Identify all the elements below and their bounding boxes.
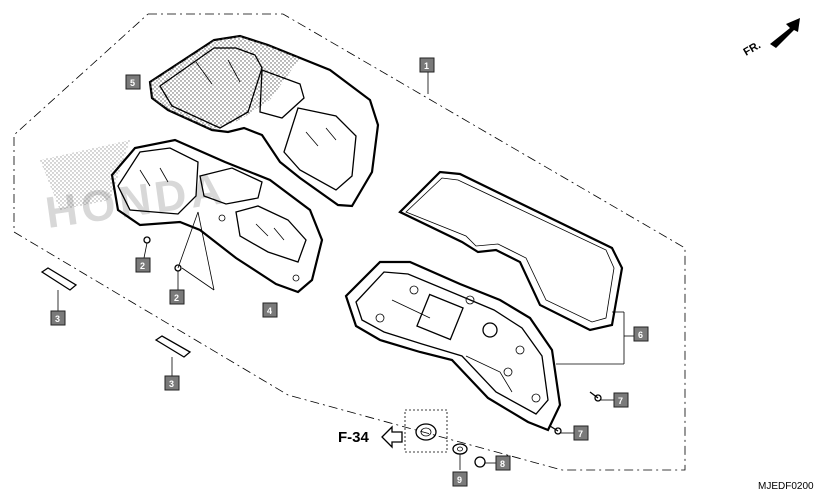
callout-5: 5 [125, 74, 141, 90]
direction-arrow-icon [770, 18, 800, 48]
direction-label: FR. [742, 39, 763, 58]
svg-text:1: 1 [424, 61, 429, 71]
callout-7a: 7 [613, 392, 629, 408]
callout-4: 4 [262, 302, 278, 318]
grommet-part [474, 456, 496, 468]
drawing-code: MJEDF0200 [758, 481, 814, 492]
meter-assembly-part [40, 138, 324, 294]
svg-text:5: 5 [130, 78, 135, 88]
reference-label: F-34 [338, 429, 370, 446]
screw-part [143, 211, 215, 291]
svg-text:3: 3 [169, 379, 174, 389]
washer-part [452, 443, 468, 470]
meter-cover-part [148, 34, 380, 208]
callout-8: 8 [495, 455, 511, 471]
screw-7-part [549, 391, 614, 435]
callout-7b: 7 [573, 425, 589, 441]
callout-3b: 3 [164, 375, 180, 391]
callout-6: 6 [633, 326, 649, 342]
callout-9: 9 [452, 471, 468, 487]
svg-text:3: 3 [55, 314, 60, 324]
callout-2a: 2 [135, 257, 151, 273]
svg-text:2: 2 [174, 293, 179, 303]
svg-text:8: 8 [500, 459, 505, 469]
seal-part [398, 170, 634, 365]
pad-part [40, 267, 192, 376]
callout-1: 1 [419, 57, 435, 73]
assembly-boundary-line [13, 13, 686, 471]
svg-text:9: 9 [457, 475, 462, 485]
svg-text:7: 7 [618, 396, 623, 406]
reference-arrow [381, 425, 403, 449]
svg-text:2: 2 [140, 261, 145, 271]
meter-case-part [344, 64, 562, 432]
callout-3a: 3 [50, 310, 66, 326]
svg-text:7: 7 [578, 429, 583, 439]
svg-text:4: 4 [267, 306, 272, 316]
svg-text:6: 6 [638, 330, 643, 340]
callout-2b: 2 [169, 289, 185, 305]
referenced-part [404, 409, 448, 453]
